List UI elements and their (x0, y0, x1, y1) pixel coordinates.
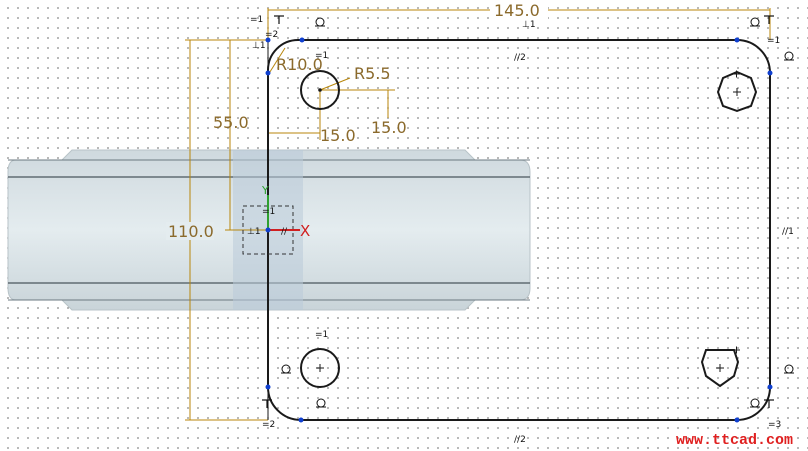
tangent-symbols (281, 17, 794, 408)
equal-constraint-top: =1 (315, 51, 328, 61)
equal-constraint-bottom-right: =3 (768, 420, 781, 430)
perpendicular-constraint-top-left: ⊥1 (252, 41, 266, 51)
hole-top-left (300, 70, 340, 110)
dimension-height[interactable]: 110.0 (168, 222, 214, 241)
equal-constraint-top-left-2: =2 (265, 30, 278, 40)
dimension-offset-y[interactable]: 55.0 (213, 113, 249, 132)
dimension-radius-hole[interactable]: R5.5 (354, 64, 391, 83)
equal-constraint-top-right: =1 (767, 36, 780, 46)
y-axis-label: Y (261, 184, 269, 197)
equal-constraint-bottom: =1 (315, 330, 328, 340)
vertex-points (265, 37, 773, 423)
coordinate-axes: Y X (261, 184, 310, 240)
dimension-radius-corner[interactable]: R10.0 (276, 55, 323, 74)
hole-bottom-right (700, 349, 740, 388)
constraint-symbols[interactable]: //2 //2 //1 // =1 =1 ⊥1 ⊥1 =1 =2 ⊥1 =2 =… (247, 15, 794, 445)
dimension-width[interactable]: 145.0 (494, 1, 540, 20)
parallel-constraint-bottom: //2 (514, 435, 526, 445)
hole-top-right (716, 70, 758, 113)
perpendicular-constraint-center: ⊥1 (247, 227, 261, 237)
perpendicular-constraint-top: ⊥1 (522, 20, 536, 30)
parallel-constraint-right: //1 (782, 227, 794, 237)
dimension-hole-y[interactable]: 15.0 (371, 118, 407, 137)
parallel-constraint-center: // (281, 227, 288, 237)
equal-constraint-top-left: =1 (250, 15, 263, 25)
dimension-hole-x[interactable]: 15.0 (320, 126, 356, 145)
equal-constraint-center: =1 (262, 207, 275, 217)
fixed-symbols (262, 15, 774, 408)
parallel-constraint-top: //2 (514, 53, 526, 63)
x-axis-label: X (300, 222, 310, 240)
watermark-text: www.ttcad.com (676, 432, 793, 449)
hole-bottom-left (300, 348, 340, 388)
equal-constraint-bottom-left: =2 (262, 420, 275, 430)
